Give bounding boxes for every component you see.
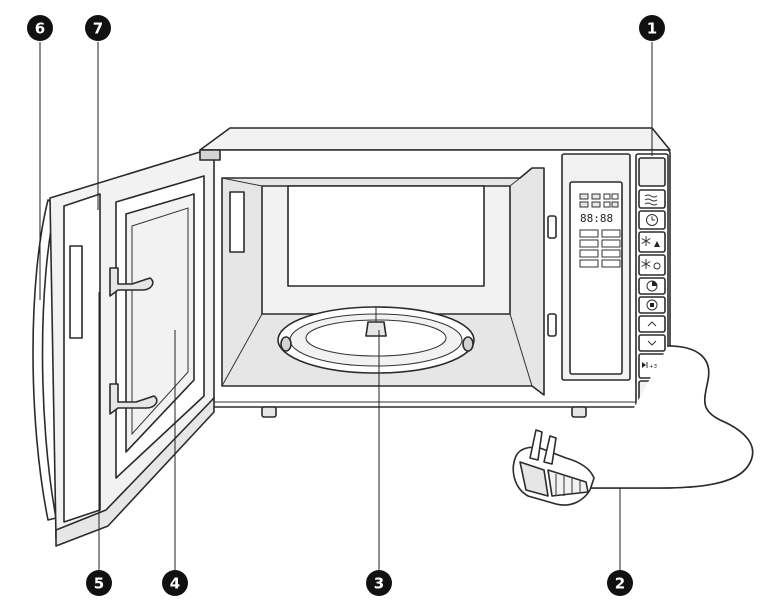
defrost-time-button[interactable] xyxy=(638,254,666,276)
roller-wheel-left xyxy=(280,336,292,352)
door-latch-hooks xyxy=(109,267,158,415)
latch-hole-top xyxy=(547,215,557,239)
control-panel: 88:88 xyxy=(561,153,669,407)
clock-button[interactable] xyxy=(638,210,666,230)
chevron-down-icon xyxy=(647,340,657,346)
display-window xyxy=(569,181,623,375)
svg-text:5: 5 xyxy=(94,575,104,593)
callout-5: 5 xyxy=(86,570,112,596)
plug-grip-ridges xyxy=(555,474,581,496)
door xyxy=(32,149,221,547)
leader-lines xyxy=(39,42,653,572)
roller-wheel-right xyxy=(462,336,474,352)
clock-icon xyxy=(646,214,658,226)
cord-highlight xyxy=(589,345,754,489)
power-button[interactable] xyxy=(638,189,666,209)
latch-hook-bottom xyxy=(109,383,158,415)
chevron-up-icon xyxy=(647,321,657,327)
door-edge-slot xyxy=(69,245,83,339)
foot-right xyxy=(571,406,587,418)
door-glass-inner xyxy=(131,207,189,436)
cavity-edge-bl xyxy=(221,313,263,387)
display-digits: 88:88 xyxy=(580,212,613,225)
callout-3: 3 xyxy=(366,570,392,596)
latch-hook-top xyxy=(109,267,154,297)
program-grid xyxy=(579,229,621,268)
power-cord xyxy=(589,345,754,489)
up-button[interactable] xyxy=(638,315,666,333)
callout-6: 6 xyxy=(27,15,53,41)
start-button-label: +30s xyxy=(649,364,664,370)
cavity-left-vent xyxy=(229,191,245,253)
svg-text:3: 3 xyxy=(374,575,384,593)
display-status-icons xyxy=(579,193,619,208)
latch-hole-bottom xyxy=(547,313,557,337)
defrost-time-icon xyxy=(641,259,661,270)
timer-button[interactable] xyxy=(638,277,666,295)
door-seal xyxy=(32,199,57,521)
callout-7: 7 xyxy=(85,15,111,41)
power-plug xyxy=(512,429,595,506)
cavity-back-panel xyxy=(287,185,485,287)
timer-icon xyxy=(646,280,658,292)
callout-2: 2 xyxy=(607,570,633,596)
turntable xyxy=(277,306,475,374)
cavity-edge-tr xyxy=(509,177,521,187)
door-edge-strip xyxy=(63,193,101,523)
svg-text:2: 2 xyxy=(615,575,625,593)
foot-left xyxy=(261,406,277,418)
defrost-weight-button[interactable] xyxy=(638,231,666,253)
door-hinge xyxy=(199,149,221,161)
cavity-edge-br xyxy=(509,313,533,387)
body-top xyxy=(199,127,671,151)
plug-pin-right xyxy=(543,435,557,465)
door-glass xyxy=(125,193,195,453)
door-bottom-lip xyxy=(55,397,215,547)
plug-pin-left xyxy=(529,429,543,461)
stop-icon xyxy=(646,299,658,311)
start-plus-30s-icon xyxy=(642,362,646,368)
svg-text:4: 4 xyxy=(170,575,180,593)
plug-face xyxy=(519,461,549,497)
microwave-waves-icon xyxy=(644,194,658,206)
stop-button[interactable] xyxy=(638,296,666,314)
svg-text:6: 6 xyxy=(35,20,45,38)
plug-grip xyxy=(547,469,589,497)
callout-1: 1 xyxy=(639,15,665,41)
down-button[interactable] xyxy=(638,334,666,352)
display-button-top[interactable] xyxy=(638,157,666,187)
callout-4: 4 xyxy=(162,570,188,596)
defrost-weight-icon xyxy=(641,236,660,247)
svg-text:1: 1 xyxy=(647,20,657,38)
turntable-coupler xyxy=(365,321,387,337)
svg-text:7: 7 xyxy=(93,20,103,38)
cavity-edge-tl xyxy=(221,177,263,187)
